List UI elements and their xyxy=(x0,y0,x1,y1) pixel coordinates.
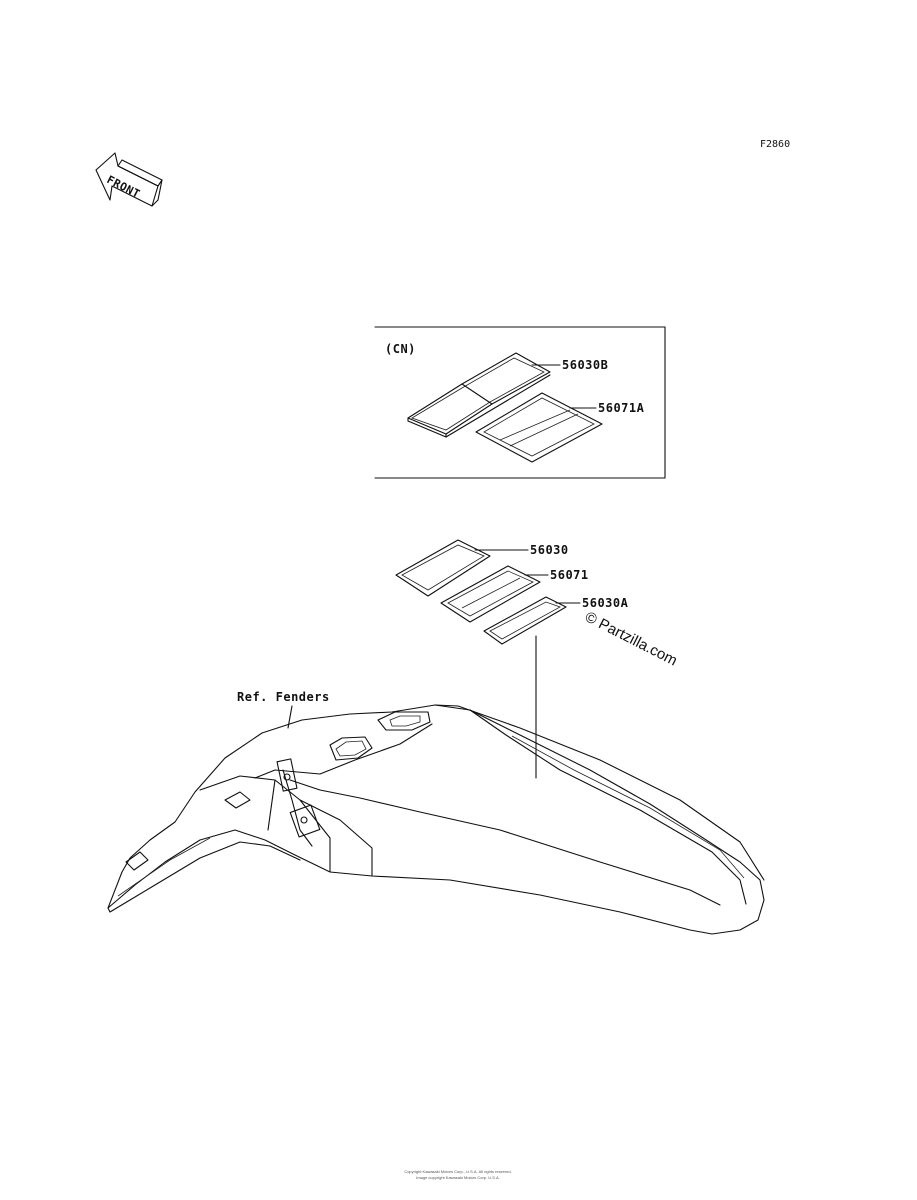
inset-region-label: (CN) xyxy=(385,342,416,356)
inset-cn: (CN) 56030B 56071A xyxy=(374,326,666,479)
decal-56071 xyxy=(440,565,541,623)
ref-fenders-label: Ref. Fenders xyxy=(237,690,330,704)
watermark: © Partzilla.com xyxy=(582,608,680,669)
part-56030a: 56030A xyxy=(582,596,629,610)
rear-fender xyxy=(107,704,765,935)
figure-code: F2860 xyxy=(760,139,790,150)
footer-line-2: Image copyright Kawasaki Motors Corp. U.… xyxy=(416,1175,500,1180)
part-56030b: 56030B xyxy=(562,358,608,372)
front-arrow-icon: FRONT xyxy=(95,152,163,207)
footer-line-1: Copyright Kawasaki Motors Corp., U.S.A. … xyxy=(404,1169,511,1174)
part-56071: 56071 xyxy=(550,568,589,582)
decal-56071a xyxy=(475,392,603,463)
decal-56030 xyxy=(395,539,491,597)
decal-56030a xyxy=(483,596,567,645)
part-56071a: 56071A xyxy=(598,401,645,415)
part-56030: 56030 xyxy=(530,543,569,557)
decal-56030b xyxy=(407,352,551,438)
